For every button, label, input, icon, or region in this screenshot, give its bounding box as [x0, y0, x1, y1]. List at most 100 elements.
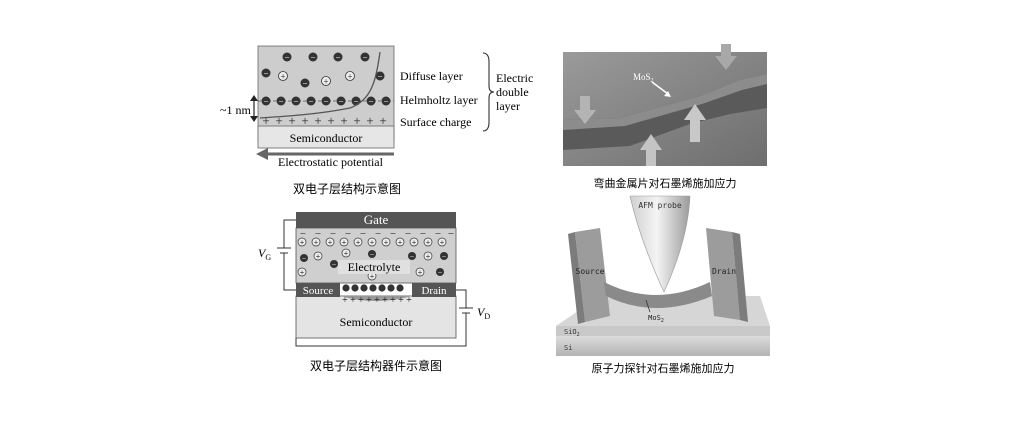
potential-curve — [259, 51, 381, 119]
panel-a-caption: 双电子层结构示意图 — [293, 181, 401, 196]
surface-charge-label: Surface charge — [400, 115, 471, 129]
cation-icon: + — [339, 237, 349, 247]
anion-icon — [342, 284, 350, 292]
svg-text:−: − — [332, 260, 337, 269]
svg-text:+: + — [406, 295, 412, 306]
diffuse-ions: − − − − − + − + + − — [261, 52, 385, 89]
svg-text:−: − — [300, 228, 306, 240]
anion-icon: − — [330, 260, 338, 269]
metal-sheet-highlight — [563, 74, 767, 130]
mos2-label-d: MoS2 — [648, 314, 664, 324]
anion-icon — [360, 284, 368, 292]
anion-icon: − — [436, 268, 444, 277]
svg-text:+: + — [280, 72, 285, 82]
anion-icon — [396, 284, 404, 292]
cation-icon: + — [311, 237, 321, 247]
drain-label: Drain — [421, 285, 447, 297]
svg-text:−: − — [302, 79, 307, 89]
cation-icon: + — [395, 237, 405, 247]
svg-text:+: + — [398, 295, 404, 306]
svg-text:+: + — [262, 113, 269, 128]
mos2-pointer — [651, 81, 669, 95]
svg-text:+: + — [384, 238, 389, 247]
force-arrow-bottom — [640, 134, 662, 166]
afm-probe-label: AFM probe — [638, 201, 682, 210]
helmholtz-layer-label: Helmholtz layer — [400, 93, 478, 107]
svg-text:+: + — [379, 113, 386, 128]
si-substrate — [556, 336, 770, 356]
drain-pad-face — [732, 232, 748, 322]
svg-text:−: − — [368, 97, 373, 107]
svg-text:−: − — [405, 228, 411, 240]
svg-text:+: + — [342, 238, 347, 247]
semiconductor-block — [257, 125, 395, 149]
svg-text:−: − — [338, 97, 343, 107]
panel-c-caption: 双电子层结构器件示意图 — [310, 358, 442, 373]
svg-text:−: − — [375, 228, 381, 240]
anion-icon: − — [291, 96, 301, 107]
anion-icon: − — [333, 52, 343, 63]
vg-circuit — [277, 219, 296, 291]
svg-text:+: + — [300, 268, 305, 277]
force-arrow-right-up — [684, 104, 706, 142]
mos2-sheet — [604, 282, 712, 308]
anion-icon: − — [308, 52, 318, 63]
svg-text:+: + — [426, 252, 431, 261]
svg-text:+: + — [275, 113, 282, 128]
cation-icon: + — [353, 237, 363, 247]
channel-anions — [342, 284, 404, 292]
thickness-marker — [250, 95, 258, 122]
panel-a: Semiconductor − − − − − + − + + − − − − … — [220, 45, 533, 196]
source-pad — [575, 228, 610, 322]
svg-text:−: − — [263, 69, 268, 79]
svg-text:−: − — [284, 53, 289, 63]
svg-text:+: + — [342, 295, 348, 306]
vg-label: VG — [258, 246, 271, 262]
svg-text:−: − — [410, 252, 415, 261]
semiconductor-block-c — [295, 295, 457, 339]
potential-arrowhead — [256, 148, 268, 160]
svg-text:−: − — [377, 72, 382, 82]
svg-text:+: + — [370, 272, 375, 281]
cation-icon: + — [297, 267, 307, 277]
cation-icon: + — [415, 267, 425, 277]
svg-text:+: + — [370, 238, 375, 247]
svg-text:−: − — [293, 97, 298, 107]
anion-icon: − — [261, 96, 271, 107]
svg-text:+: + — [418, 268, 423, 277]
force-arrow-left — [574, 96, 596, 124]
gate-label: Gate — [364, 212, 389, 227]
anion-icon — [369, 284, 377, 292]
cation-icon: + — [345, 71, 355, 82]
svg-text:−: − — [420, 228, 426, 240]
svg-text:+: + — [366, 295, 372, 306]
svg-text:+: + — [344, 249, 349, 258]
semiconductor-label-c: Semiconductor — [340, 315, 413, 329]
edl-brace — [482, 52, 495, 132]
cation-icon: + — [341, 248, 351, 258]
mos2-label: MoS2 — [633, 72, 654, 84]
source-electrode — [296, 283, 340, 297]
svg-text:−: − — [353, 97, 358, 107]
svg-text:+: + — [412, 238, 417, 247]
svg-text:−: − — [362, 53, 367, 63]
svg-text:−: − — [438, 268, 443, 277]
svg-text:+: + — [300, 238, 305, 247]
force-arrow-top — [715, 44, 737, 70]
edl-label-line3: layer — [496, 99, 520, 113]
svg-text:−: − — [315, 228, 321, 240]
svg-text:−: − — [330, 228, 336, 240]
cation-icon: + — [367, 237, 377, 247]
anion-icon: − — [261, 68, 271, 79]
cation-icon: + — [423, 237, 433, 247]
cation-icon: + — [437, 237, 447, 247]
source-pad-face — [568, 232, 585, 324]
helmholtz-ions: − − − − − − − − − — [261, 96, 391, 107]
svg-text:+: + — [390, 295, 396, 306]
svg-text:+: + — [347, 72, 352, 82]
svg-text:+: + — [374, 295, 380, 306]
svg-text:+: + — [356, 238, 361, 247]
panel-b-caption: 弯曲金属片对石墨烯施加应力 — [594, 176, 737, 190]
potential-label: Electrostatic potential — [278, 155, 384, 169]
svg-text:−: − — [390, 228, 396, 240]
